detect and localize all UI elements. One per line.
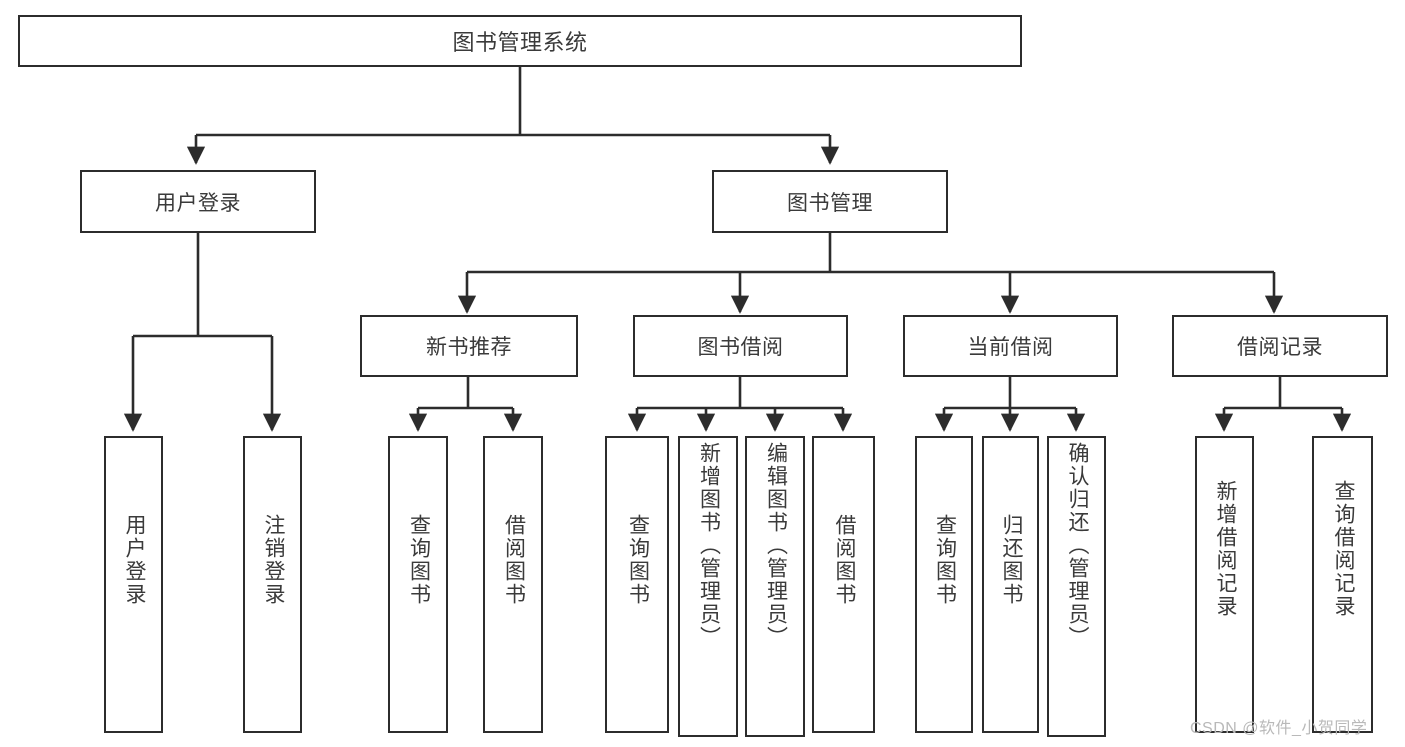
leaf-book-borrow-add-book[interactable]: 新增图书（管理员） xyxy=(678,436,738,737)
node-new-book-recommend[interactable]: 新书推荐 xyxy=(360,315,578,377)
node-borrow-record[interactable]: 借阅记录 xyxy=(1172,315,1388,377)
leaf-label: 借阅图书 xyxy=(502,514,526,606)
leaf-label: 查询图书 xyxy=(407,514,431,606)
node-current-borrow-label: 当前借阅 xyxy=(967,336,1054,359)
node-book-management-label: 图书管理 xyxy=(787,191,873,215)
node-user-login[interactable]: 用户登录 xyxy=(80,170,316,233)
node-root-label: 图书管理系统 xyxy=(452,30,588,55)
leaf-current-borrow-confirm-return[interactable]: 确认归还（管理员） xyxy=(1047,436,1106,737)
leaf-borrow-record-add-record[interactable]: 新增借阅记录 xyxy=(1195,436,1254,733)
leaf-user-login-login[interactable]: 用户登录 xyxy=(104,436,163,733)
leaf-new-book-borrow-book[interactable]: 借阅图书 xyxy=(483,436,543,733)
node-user-login-label: 用户登录 xyxy=(155,191,241,215)
node-new-book-recommend-label: 新书推荐 xyxy=(426,336,512,359)
leaf-borrow-record-query-record[interactable]: 查询借阅记录 xyxy=(1312,436,1373,733)
leaf-current-borrow-return-book[interactable]: 归还图书 xyxy=(982,436,1039,733)
csdn-watermark: CSDN @软件_小贺同学 xyxy=(1190,720,1368,737)
leaf-label: 新增图书（管理员） xyxy=(697,442,721,649)
leaf-user-login-logout[interactable]: 注销登录 xyxy=(243,436,302,733)
leaf-label: 查询图书 xyxy=(626,514,650,606)
leaf-label: 用户登录 xyxy=(122,514,146,606)
leaf-label: 借阅图书 xyxy=(832,514,856,606)
leaf-book-borrow-borrow-book[interactable]: 借阅图书 xyxy=(812,436,875,733)
leaf-book-borrow-edit-book[interactable]: 编辑图书（管理员） xyxy=(745,436,805,737)
node-book-borrow[interactable]: 图书借阅 xyxy=(633,315,848,377)
leaf-label: 归还图书 xyxy=(999,514,1023,606)
leaf-label: 注销登录 xyxy=(261,514,285,606)
leaf-label: 编辑图书（管理员） xyxy=(764,442,788,649)
node-current-borrow[interactable]: 当前借阅 xyxy=(903,315,1118,377)
leaf-label: 确认归还（管理员） xyxy=(1065,442,1089,649)
leaf-label: 新增借阅记录 xyxy=(1213,480,1237,618)
node-borrow-record-label: 借阅记录 xyxy=(1237,336,1323,359)
leaf-label: 查询图书 xyxy=(933,514,957,606)
leaf-current-borrow-query-book[interactable]: 查询图书 xyxy=(915,436,973,733)
node-book-management[interactable]: 图书管理 xyxy=(712,170,948,233)
node-book-borrow-label: 图书借阅 xyxy=(697,336,784,359)
leaf-new-book-query-book[interactable]: 查询图书 xyxy=(388,436,448,733)
leaf-label: 查询借阅记录 xyxy=(1331,480,1355,618)
leaf-book-borrow-query-book[interactable]: 查询图书 xyxy=(605,436,669,733)
node-root[interactable]: 图书管理系统 xyxy=(18,15,1022,67)
